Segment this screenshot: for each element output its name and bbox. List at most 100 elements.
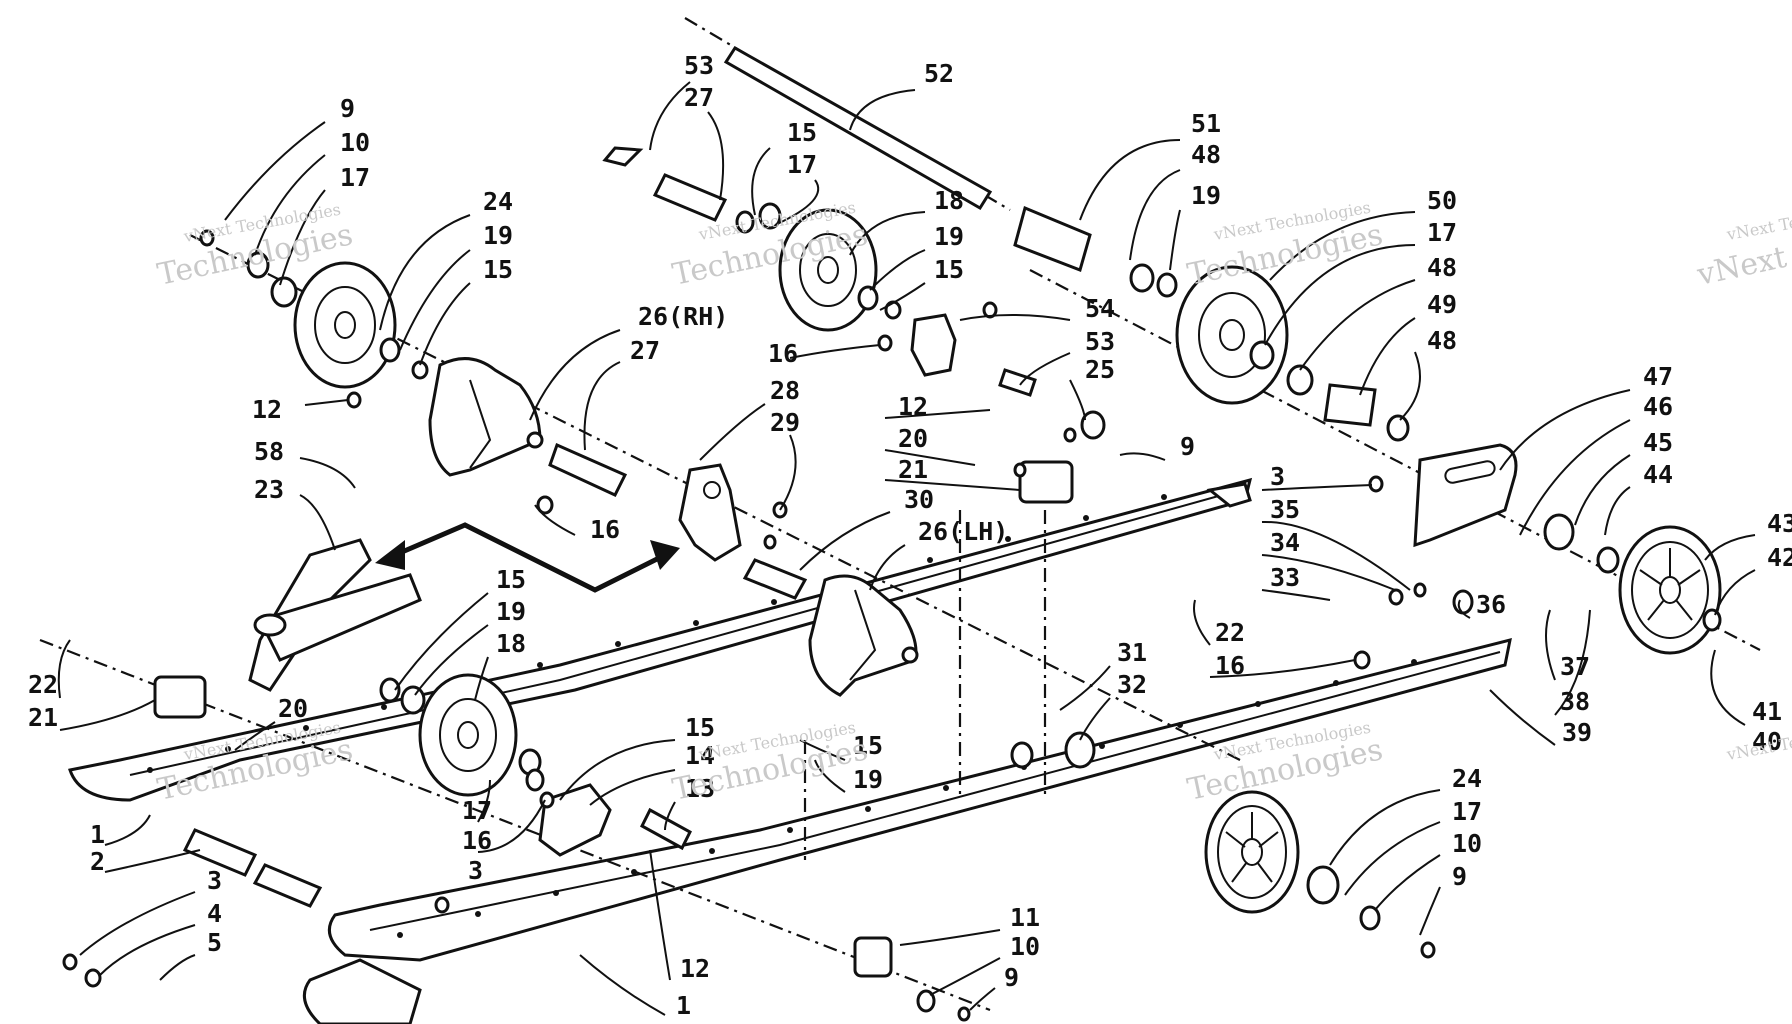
washer-9 <box>735 210 755 234</box>
bracket-26-rh <box>428 357 544 477</box>
callout-1-73: 1 <box>90 820 105 849</box>
callout-14-67: 14 <box>685 741 715 770</box>
callout-9-78: 9 <box>1452 862 1467 891</box>
callout-53-0: 53 <box>684 51 714 80</box>
washer-17 <box>1286 364 1314 396</box>
block-21-front <box>153 675 207 719</box>
rivet-lower-0 <box>397 932 403 938</box>
callout-15-60: 15 <box>496 565 526 594</box>
callout-3-82: 3 <box>468 856 483 885</box>
callout-19-20: 19 <box>483 221 513 250</box>
rivet-upper-11 <box>1005 536 1011 542</box>
callout-26lh-39: 26(LH) <box>918 517 1008 546</box>
washer-16 <box>1249 340 1275 370</box>
slide-rail-upper <box>68 477 1253 802</box>
rivet-upper-1 <box>225 746 231 752</box>
rivet-lower-2 <box>553 890 559 896</box>
rivet-upper-12 <box>1083 515 1089 521</box>
washer-22 <box>1452 589 1474 615</box>
callout-21-33: 21 <box>898 455 928 484</box>
callout-45-46: 45 <box>1643 428 1673 457</box>
rivet-upper-5 <box>537 662 543 668</box>
callout-15-66: 15 <box>685 713 715 742</box>
bracket-54 <box>910 313 957 377</box>
washer-43 <box>1013 462 1027 478</box>
callout-28-35: 28 <box>770 376 800 405</box>
rivet-lower-4 <box>709 848 715 854</box>
callout-48-8: 48 <box>1427 253 1457 282</box>
washer-15 <box>1156 272 1178 298</box>
rivet-lower-7 <box>943 785 949 791</box>
washer-37 <box>916 989 936 1013</box>
washer-34 <box>434 896 450 914</box>
callout-9-16: 9 <box>340 94 355 123</box>
callout-19-61: 19 <box>496 597 526 626</box>
rivet-lower-1 <box>475 911 481 917</box>
callout-4-80: 4 <box>207 899 222 928</box>
callout-2-74: 2 <box>90 847 105 876</box>
washer-7 <box>763 534 777 550</box>
callout-31-58: 31 <box>1117 638 1147 667</box>
washer-12 <box>877 334 893 352</box>
callout-23-30: 23 <box>254 475 284 504</box>
washer-24 <box>1596 546 1620 574</box>
callout-43-48: 43 <box>1767 509 1792 538</box>
washer-28 <box>1064 731 1096 769</box>
washer-11 <box>884 300 902 320</box>
idler-wheel-18-upper <box>778 208 878 332</box>
bracket-26-lh <box>808 574 919 697</box>
axle-line-rear <box>1029 269 1761 651</box>
rivet-upper-0 <box>147 767 153 773</box>
idler-wheel-43-spoked <box>1618 525 1722 655</box>
idler-wheel-24-lower-spoked <box>1204 790 1300 914</box>
rivet-lower-12 <box>1333 680 1339 686</box>
callout-30-38: 30 <box>904 485 934 514</box>
rivet-lower-5 <box>787 827 793 833</box>
washer-35 <box>62 953 78 971</box>
callout-17-18: 17 <box>340 163 370 192</box>
callout-12-28: 12 <box>252 395 282 424</box>
slide-rail-lower <box>302 637 1512 1024</box>
callout-27-1: 27 <box>684 83 714 112</box>
washer-0 <box>199 229 215 247</box>
washer-30 <box>400 685 426 715</box>
washer-10 <box>857 285 879 311</box>
callout-48-10: 48 <box>1427 326 1457 355</box>
callout-1-87: 1 <box>676 991 691 1020</box>
callout-19-14: 19 <box>934 222 964 251</box>
callout-5-81: 5 <box>207 928 222 957</box>
callout-24-75: 24 <box>1452 764 1482 793</box>
callout-10-77: 10 <box>1452 829 1482 858</box>
callout-34-42: 34 <box>1270 528 1300 557</box>
idler-wheel-18-lower <box>418 673 518 797</box>
callout-39-53: 39 <box>1562 718 1592 747</box>
washer-40 <box>1359 905 1381 931</box>
washer-29 <box>379 677 401 703</box>
washer-25 <box>1702 608 1722 632</box>
callout-48-4: 48 <box>1191 140 1221 169</box>
watermark-big-4: vNext <box>1693 240 1789 293</box>
callout-16-27: 16 <box>768 339 798 368</box>
callout-54-24: 54 <box>1085 294 1115 323</box>
callout-18-62: 18 <box>496 629 526 658</box>
washer-14 <box>1129 263 1155 293</box>
idler-wheel-24-front <box>293 261 397 389</box>
washer-42 <box>982 301 998 319</box>
callout-16-37: 16 <box>590 515 620 544</box>
washer-27 <box>1010 741 1034 769</box>
rivet-lower-6 <box>865 806 871 812</box>
callout-26rh-22: 26(RH) <box>638 302 728 331</box>
washer-23 <box>1543 513 1575 551</box>
callout-15-69: 15 <box>853 731 883 760</box>
washer-32 <box>525 768 545 792</box>
callout-15-11: 15 <box>787 118 817 147</box>
washer-26 <box>1353 650 1371 670</box>
washer-1 <box>246 251 270 279</box>
block-11 <box>853 936 893 978</box>
callout-19-5: 19 <box>1191 181 1221 210</box>
callout-3-79: 3 <box>207 866 222 895</box>
callout-52-2: 52 <box>924 59 954 88</box>
